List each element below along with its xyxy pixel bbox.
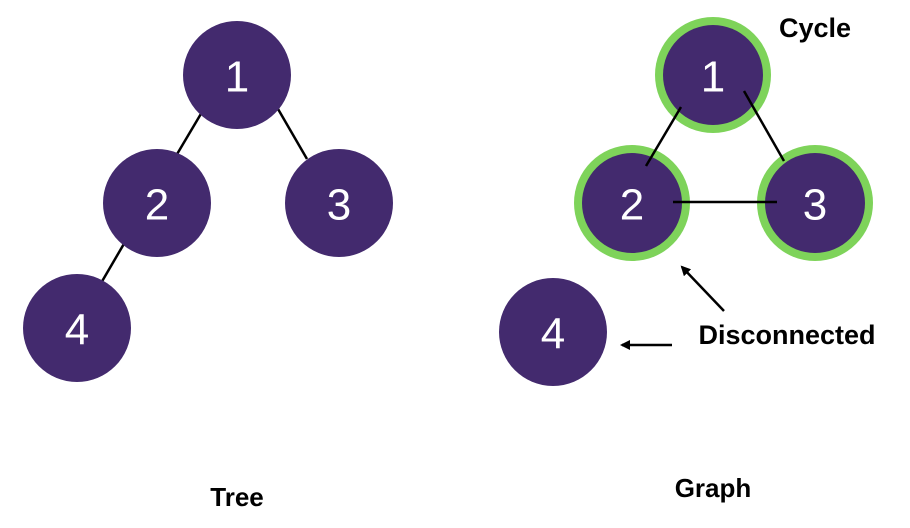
graph-node-2: 2	[574, 145, 690, 261]
graph-node-1-circle	[663, 25, 763, 125]
cycle-annotation: Cycle	[779, 13, 851, 43]
tree-caption: Tree	[210, 482, 264, 512]
graph-node-3: 3	[757, 145, 873, 261]
tree-node-2-circle	[103, 149, 211, 257]
graph-node-2-circle	[582, 153, 682, 253]
graph-diagram: 1 2 3 4 Cycle Disconnected Graph	[499, 13, 876, 503]
graph-node-2-label: 2	[620, 181, 644, 230]
tree-node-4-circle	[23, 274, 131, 382]
graph-node-4-label: 4	[541, 310, 565, 359]
tree-node-3-circle	[285, 149, 393, 257]
tree-node-1-label: 1	[225, 53, 249, 102]
tree-node-4-label: 4	[65, 306, 89, 355]
graph-node-4-circle	[499, 278, 607, 386]
graph-node-1-label: 1	[701, 53, 725, 102]
tree-node-4: 4	[23, 274, 131, 382]
graph-node-4: 4	[499, 278, 607, 386]
tree-node-3-label: 3	[327, 181, 351, 230]
disconnected-annotation: Disconnected	[698, 320, 875, 350]
tree-node-2: 2	[103, 149, 211, 257]
tree-node-3: 3	[285, 149, 393, 257]
tree-node-1: 1	[183, 21, 291, 129]
tree-diagram: 1 2 3 4 Tree	[23, 21, 393, 512]
tree-node-1-circle	[183, 21, 291, 129]
graph-node-1: 1	[655, 17, 771, 133]
graph-node-3-circle	[765, 153, 865, 253]
graph-node-3-label: 3	[803, 181, 827, 230]
graph-caption: Graph	[675, 473, 752, 503]
graph-edge-1-3	[742, 90, 786, 162]
graph-edge-1-2	[644, 106, 683, 167]
tree-node-2-label: 2	[145, 181, 169, 230]
disconnected-arrow-to-component	[680, 265, 725, 312]
